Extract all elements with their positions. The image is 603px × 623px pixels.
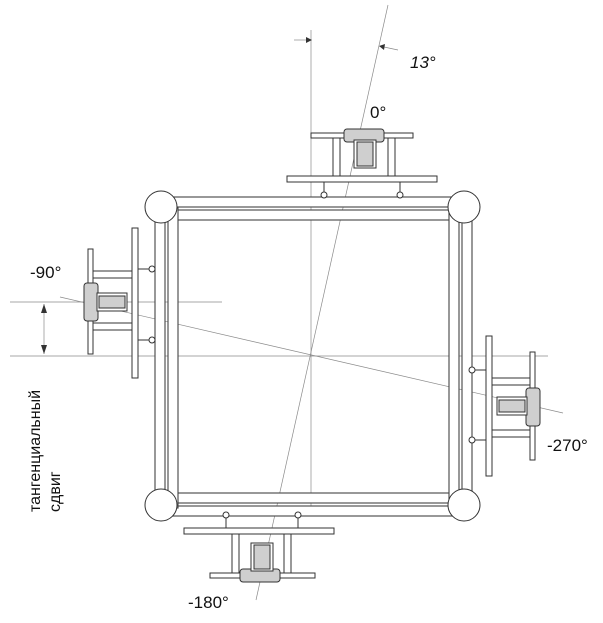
module-right (468, 335, 541, 477)
main-frame (144, 190, 481, 522)
corner-ball-top-right (447, 190, 481, 224)
corner-ball-bottom-right (447, 488, 481, 522)
label-rotation-angle: 13° (410, 53, 436, 72)
rotated-axis-horizontal (59, 296, 564, 414)
rotation-dimension (294, 37, 399, 51)
tangential-shift-dimension (41, 304, 47, 354)
corner-ball-top-left (144, 190, 178, 224)
corner-ball-bottom-left (144, 488, 178, 522)
label-angle-neg270: -270° (547, 436, 588, 455)
label-tangential-shift-line2: сдвиг (47, 471, 64, 512)
label-angle-neg180: -180° (188, 593, 229, 612)
label-angle-0: 0° (370, 103, 386, 122)
label-angle-neg90: -90° (30, 263, 61, 282)
module-top (286, 128, 438, 199)
module-bottom (183, 511, 335, 583)
module-left (83, 227, 156, 379)
label-tangential-shift-line1: тангенциальный (27, 390, 44, 512)
